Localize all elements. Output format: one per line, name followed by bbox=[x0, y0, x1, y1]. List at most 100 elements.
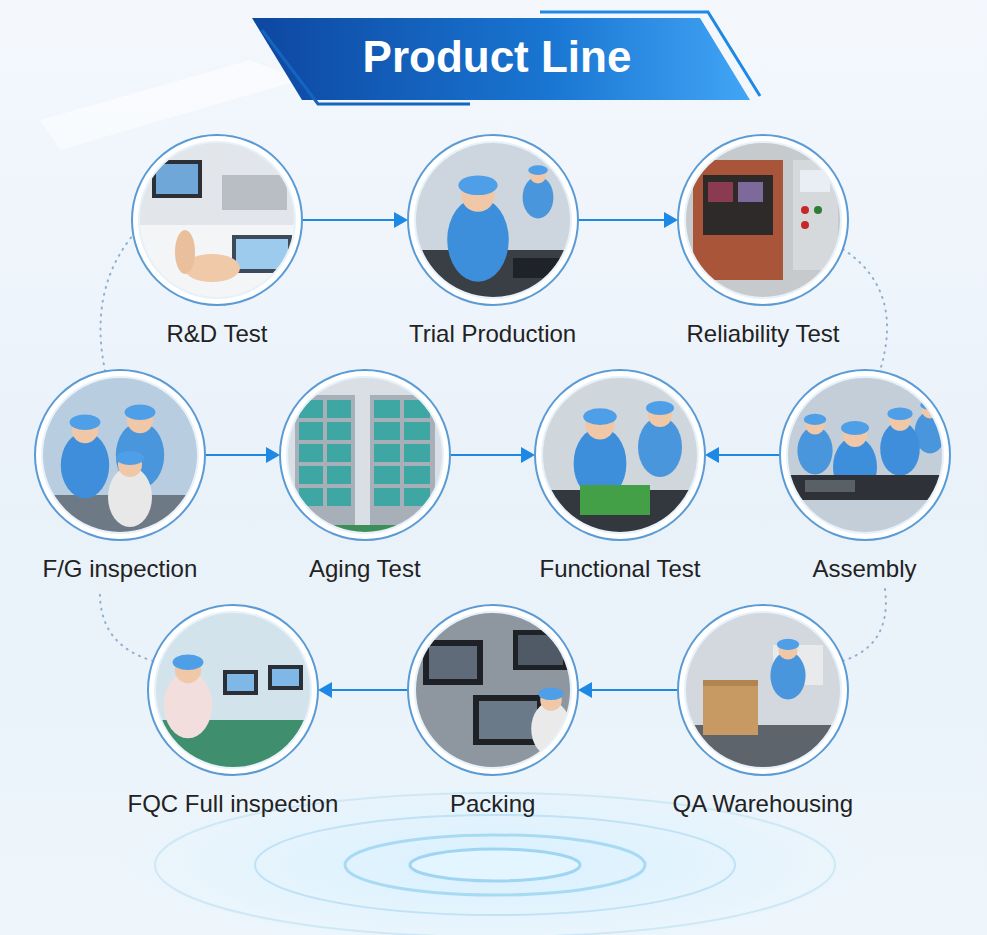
worker-figure bbox=[777, 639, 799, 650]
worker-figure bbox=[458, 175, 497, 195]
flow-connector bbox=[100, 589, 153, 661]
platform-ring bbox=[345, 835, 645, 895]
photo-ring bbox=[139, 142, 295, 298]
scene-shape bbox=[703, 680, 758, 686]
step-label: F/G inspection bbox=[43, 555, 198, 583]
scene-shape bbox=[805, 480, 855, 492]
arrow-head bbox=[521, 447, 535, 463]
photo-illustration bbox=[779, 369, 951, 541]
flow-connector bbox=[205, 447, 280, 463]
scene-shape bbox=[222, 175, 287, 210]
flow-connector bbox=[578, 212, 678, 228]
scene-shape bbox=[223, 670, 258, 695]
photo-circle bbox=[534, 369, 706, 541]
scene-shape bbox=[227, 674, 254, 691]
scene-shape bbox=[703, 175, 773, 235]
scene-shape bbox=[156, 164, 198, 194]
scene-shape bbox=[374, 400, 400, 418]
scene-shape bbox=[131, 225, 303, 306]
photo-circle bbox=[131, 134, 303, 306]
photo-illustration bbox=[407, 134, 579, 306]
process-node: QA Warehousing bbox=[669, 604, 858, 820]
scene-shape bbox=[518, 635, 563, 665]
photo-circle bbox=[279, 369, 451, 541]
flow-line bbox=[330, 689, 408, 691]
photo-ring bbox=[780, 370, 950, 540]
worker-figure bbox=[125, 405, 156, 420]
worker-figure bbox=[583, 408, 617, 425]
flow-connector bbox=[302, 212, 408, 228]
flow-connector bbox=[843, 589, 886, 661]
scene-shape bbox=[423, 640, 483, 685]
dotted-link bbox=[100, 589, 153, 661]
platform-glow bbox=[115, 775, 875, 935]
scene-shape bbox=[272, 669, 299, 686]
title-banner bbox=[252, 18, 750, 100]
worker-figure bbox=[646, 401, 674, 415]
scene-shape bbox=[580, 485, 650, 515]
scene-shape bbox=[299, 422, 323, 440]
photo-illustration bbox=[677, 134, 849, 306]
scene-shape bbox=[793, 160, 838, 270]
scene-shape bbox=[327, 422, 351, 440]
dotted-link bbox=[843, 249, 887, 371]
platform-ring bbox=[255, 815, 735, 915]
photo-ring bbox=[287, 377, 443, 533]
scene-shape bbox=[404, 466, 430, 484]
step-label: Aging Test bbox=[309, 555, 421, 583]
flow-line bbox=[578, 219, 666, 221]
photo-ring bbox=[542, 377, 698, 533]
photo-circle bbox=[147, 604, 319, 776]
photo-ring bbox=[685, 612, 841, 768]
photo-circle bbox=[407, 134, 579, 306]
photo-circle bbox=[677, 604, 849, 776]
worker-figure bbox=[887, 407, 912, 420]
scene-shape bbox=[131, 134, 303, 306]
scene-shape bbox=[404, 422, 430, 440]
scene-shape bbox=[327, 444, 351, 462]
scene-shape bbox=[279, 369, 451, 541]
photo-ring bbox=[155, 612, 311, 768]
step-label: Assembly bbox=[813, 555, 917, 583]
worker-figure bbox=[173, 655, 204, 670]
arrow-head bbox=[318, 682, 332, 698]
scene-shape bbox=[429, 646, 477, 679]
photo-ring bbox=[685, 142, 841, 298]
photo-circle bbox=[677, 134, 849, 306]
scene-shape bbox=[801, 206, 809, 214]
photo-circle bbox=[779, 369, 951, 541]
arrow-head bbox=[266, 447, 280, 463]
scene-shape bbox=[152, 160, 202, 198]
process-node: Packing bbox=[407, 604, 579, 820]
flow-connector bbox=[843, 249, 887, 371]
photo-ring bbox=[280, 370, 450, 540]
flow-connector bbox=[318, 682, 408, 698]
scene-shape bbox=[327, 400, 351, 418]
photo-ring bbox=[35, 370, 205, 540]
scene-shape bbox=[779, 475, 951, 500]
step-label: Packing bbox=[450, 790, 535, 818]
process-node: Aging Test bbox=[279, 369, 451, 585]
scene-shape bbox=[693, 160, 783, 280]
photo-ring bbox=[415, 142, 571, 298]
photo-illustration bbox=[34, 369, 206, 541]
flow-line bbox=[717, 454, 780, 456]
scene-shape bbox=[175, 230, 195, 274]
scene-shape bbox=[374, 466, 400, 484]
scene-shape bbox=[513, 258, 573, 278]
step-label: QA Warehousing bbox=[673, 790, 854, 818]
flow-connector bbox=[705, 447, 780, 463]
photo-ring bbox=[535, 370, 705, 540]
step-label: R&D Test bbox=[167, 320, 268, 348]
process-node: Trial Production bbox=[405, 134, 581, 350]
photo-ring bbox=[42, 377, 198, 533]
process-node: R&D Test bbox=[131, 134, 303, 350]
flow-line bbox=[450, 454, 523, 456]
photo-ring bbox=[787, 377, 943, 533]
dotted-link bbox=[100, 235, 133, 372]
flow-connector bbox=[100, 235, 133, 372]
worker-figure bbox=[804, 414, 826, 425]
process-node: Assembly bbox=[779, 369, 951, 585]
flow-line bbox=[590, 689, 678, 691]
scene-shape bbox=[479, 701, 537, 739]
